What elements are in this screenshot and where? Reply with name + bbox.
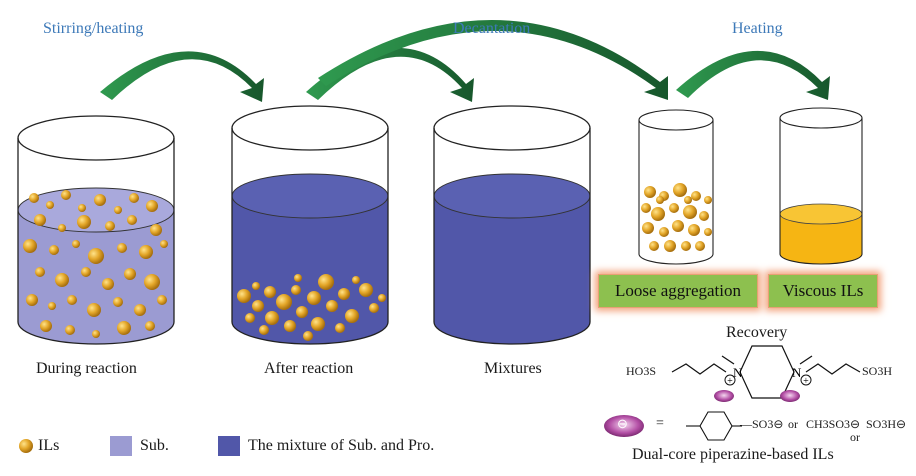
arrow-2a [306, 47, 474, 102]
beaker-mixtures [433, 105, 591, 345]
anion-or-2: or [850, 430, 860, 444]
anion-or-1: or [788, 417, 798, 431]
vial-viscous-ils [779, 107, 863, 265]
step-decantation: Decantation [453, 20, 531, 37]
label-ho3s: HO3S [626, 364, 657, 378]
arrow-2b [318, 19, 668, 100]
arrow-3 [676, 50, 830, 100]
beaker-during-reaction [17, 115, 175, 345]
cation-plus-left: + [724, 374, 736, 387]
anion-equals: = [656, 416, 664, 431]
legend-ils-swatch [19, 439, 33, 453]
svg-text:+: + [803, 376, 809, 387]
anion-option-2: CH3SO3⊖ [806, 417, 861, 431]
anion-option-1: —SO3⊖ [740, 417, 784, 431]
anion-oval-legend [604, 415, 644, 437]
label-so3h: SO3H [862, 364, 893, 378]
box-viscous-ils: Viscous ILs [768, 274, 878, 308]
box-loose-aggregation: Loose aggregation [598, 274, 758, 308]
legend-ils-label: ILs [38, 437, 60, 454]
legend-sub-swatch [110, 436, 132, 456]
nitrogen-left: N [733, 365, 743, 380]
anion-option-3: SO3H⊖ [866, 417, 907, 431]
vial-loose-aggregation [638, 109, 714, 265]
nitrogen-right: N [792, 365, 802, 380]
svg-text:+: + [727, 376, 733, 387]
ils-balls-aggregated [641, 183, 712, 252]
beaker-after-reaction [231, 105, 389, 345]
ils-balls-settled [237, 274, 386, 341]
arrow-1 [100, 51, 264, 102]
anion-symbol: ⊖ [617, 416, 628, 431]
anion-oval-right [780, 390, 800, 402]
label-after-reaction: After reaction [264, 360, 354, 377]
benzene-ring [686, 411, 742, 441]
label-during-reaction: During reaction [36, 360, 137, 377]
label-recovery: Recovery [726, 324, 788, 341]
label-mixtures: Mixtures [484, 360, 542, 377]
legend-mix-swatch [218, 436, 240, 456]
legend-mix-label: The mixture of Sub. and Pro. [248, 437, 435, 454]
step-heating: Heating [732, 20, 783, 37]
cation-plus-right: + [800, 374, 812, 387]
anion-oval-left [714, 390, 734, 402]
step-stirring-heating: Stirring/heating [43, 20, 144, 37]
ils-balls-dispersed [23, 190, 168, 338]
structure-caption: Dual-core piperazine-based ILs [632, 446, 834, 463]
piperazine-structure [671, 345, 861, 399]
legend-sub-label: Sub. [140, 437, 169, 454]
